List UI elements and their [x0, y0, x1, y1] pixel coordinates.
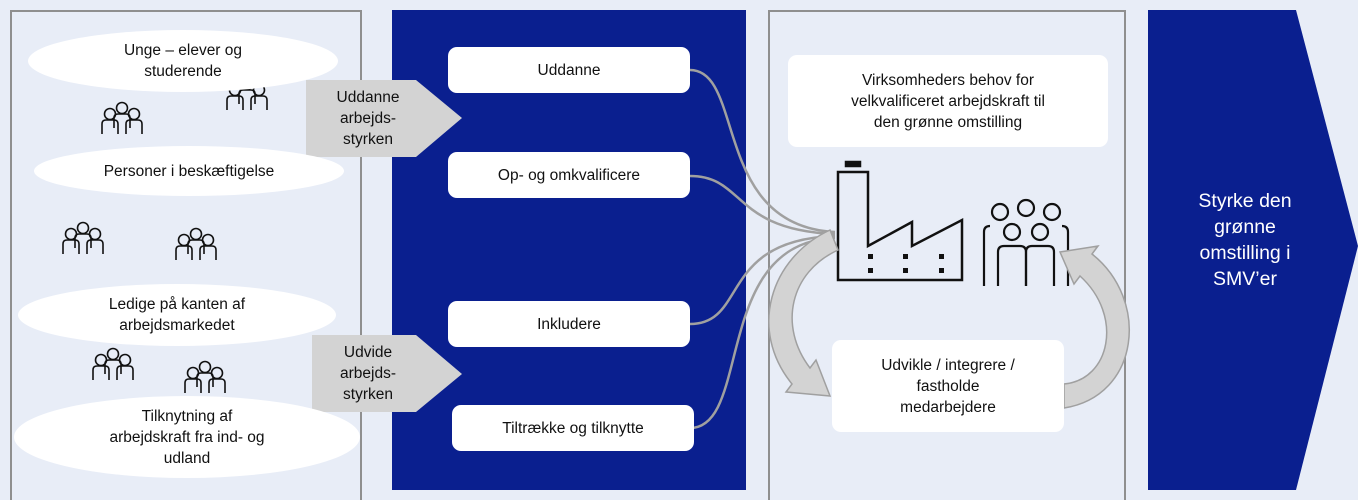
group-unemployed: Ledige på kanten af arbejdsmarkedet [18, 284, 336, 346]
outcome-arrow [1148, 10, 1358, 490]
people-group-icon [176, 229, 216, 261]
group-youth: Unge – elever og studerende [28, 30, 338, 92]
cycle-arrow-icon [768, 228, 1130, 409]
factory-icon [836, 160, 964, 282]
connector-arrow-bottom [312, 335, 462, 412]
outcome-label: Styrke den grønne omstilling i SMV’er [1198, 190, 1292, 290]
people-group-large-icon [982, 198, 1070, 286]
connector-label-educate: Uddanne arbejds- styrken [336, 89, 400, 148]
action-attract: Tiltrække og tilknytte [452, 405, 694, 451]
develop-employees-box: Udvikle / integrere / fastholde medarbej… [832, 340, 1064, 432]
flow-lines [689, 68, 836, 430]
action-reskill: Op- og omkvalificere [448, 152, 690, 198]
people-group-icon [63, 223, 103, 255]
company-needs-box: Virksomheders behov for velkvalificeret … [788, 55, 1108, 147]
connector-label-expand: Udvide arbejds- styrken [340, 344, 396, 403]
people-group-icon [102, 103, 142, 135]
people-group-icon [93, 349, 133, 381]
connector-arrow-top [306, 80, 462, 157]
people-group-icon [185, 362, 225, 394]
group-foreign-labour: Tilknytning af arbejdskraft fra ind- og … [14, 396, 360, 478]
group-employed: Personer i beskæftigelse [34, 146, 344, 196]
action-educate: Uddanne [448, 47, 690, 93]
action-include: Inkludere [448, 301, 690, 347]
